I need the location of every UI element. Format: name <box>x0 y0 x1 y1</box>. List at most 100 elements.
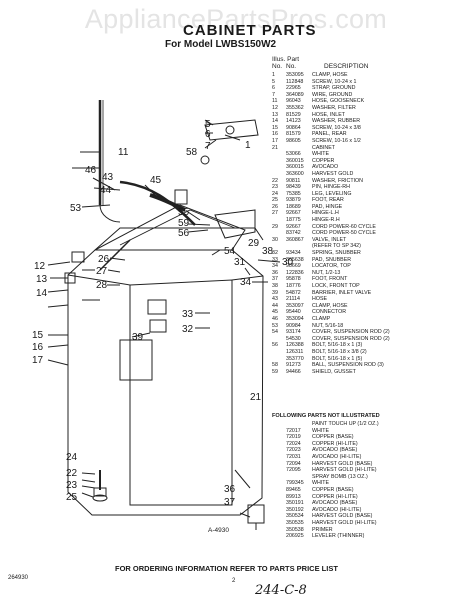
part-description: COPPER (BASE) <box>312 434 354 441</box>
part-description: SCREW, 10-16 x 1/2 <box>312 137 361 144</box>
part-description: FOOT, FRONT <box>312 276 348 283</box>
part-number: 75385 <box>286 190 301 197</box>
illus-number: 53 <box>272 322 278 329</box>
cabinet-front-panel <box>129 279 233 506</box>
part-number: 353094 <box>286 315 304 322</box>
illus-number: 33 <box>272 256 278 263</box>
list-item: PAINT TOUCH UP (1/2 OZ.) <box>272 421 472 428</box>
part-number: 350535 <box>286 519 304 526</box>
callout-13: 13 <box>36 274 48 285</box>
callout-38: 38 <box>262 246 274 257</box>
callout-37: 37 <box>224 497 236 508</box>
callout-58: 58 <box>186 147 198 158</box>
description-label: DESCRIPTION <box>324 63 369 70</box>
not-illustrated-list: FOLLOWING PARTS NOT ILLUSTRATED PAINT TO… <box>272 413 472 540</box>
callout-46: 46 <box>85 165 97 176</box>
part-description: AVOCADO <box>312 164 339 171</box>
callout-30: 30 <box>282 257 294 268</box>
callout-39: 39 <box>132 332 144 343</box>
part-description: STRAP, GROUND <box>312 85 356 92</box>
illus-number: 34 <box>272 263 278 270</box>
part-number: 94466 <box>286 368 301 375</box>
power-cord <box>99 239 131 271</box>
illus-number: 59 <box>272 368 278 375</box>
part-description: CABINET <box>312 144 335 151</box>
front-foot <box>247 504 265 524</box>
part-description: WHITE <box>312 480 330 487</box>
part-description: SPRAY BOMB (13 OZ.) <box>312 473 368 480</box>
part-number: 98439 <box>286 184 301 191</box>
part-description: BOLT, 5/16-18 x 1 (5) <box>312 355 363 362</box>
part-number: 18775 <box>286 217 301 224</box>
part-number: 350534 <box>286 513 304 520</box>
part-description: HINGE-L.H <box>312 210 339 217</box>
part-number: 364089 <box>286 91 304 98</box>
illus-number: 25 <box>272 197 278 204</box>
part-description: SHIELD, GUSSET <box>312 368 356 375</box>
part-number: 93174 <box>286 329 301 336</box>
top-frame <box>94 204 246 251</box>
callout-6: 6 <box>205 129 211 140</box>
part-number: 72094 <box>286 460 301 467</box>
part-description: (REFER TO SP 342) <box>312 243 361 250</box>
part-number: 72019 <box>286 434 301 441</box>
part-no-label: No. <box>286 63 297 70</box>
callout-43: 43 <box>102 172 114 183</box>
part-number: 93879 <box>286 197 301 204</box>
model-subtitle: For Model LWBS150W2 <box>165 39 277 50</box>
part-number: 21114 <box>286 296 300 303</box>
illus-number: 16 <box>272 131 278 138</box>
callout-21: 21 <box>250 392 262 403</box>
list-item: 23 98439 PIN, HINGE-RH <box>272 184 472 191</box>
illus-number: 36 <box>272 269 278 276</box>
part-description: VALVE, INLET <box>312 236 347 243</box>
illus-number: 14 <box>272 118 278 125</box>
callout-54: 54 <box>224 246 236 257</box>
callout-53: 53 <box>70 203 82 214</box>
illus-number: 13 <box>272 111 278 118</box>
part-description: PRIMER <box>312 526 333 533</box>
part-description: WIRE, GROUND <box>312 91 353 98</box>
illus-part-label: Illus. Part <box>272 56 300 63</box>
part-description: PIN, HINGE-RH <box>312 184 350 191</box>
callout-27: 27 <box>96 266 108 277</box>
callout-5: 5 <box>205 119 211 130</box>
watermark: AppliancePartsPros.com <box>84 4 388 34</box>
callout-33: 33 <box>182 309 194 320</box>
handwritten-note: 244-C-8 <box>255 583 307 598</box>
part-number: 350192 <box>286 506 304 513</box>
part-description: HOSE, GOOSENECK <box>312 98 365 105</box>
illus-number: 27 <box>272 210 278 217</box>
callout-labels: 5 6 7 1 11 46 43 45 44 53 58 55 59 56 54… <box>32 119 294 508</box>
illus-number: 26 <box>272 203 278 210</box>
part-description: WASHER, FILTER <box>312 104 356 111</box>
part-description: CORD POWER-60 CYCLE <box>312 223 376 230</box>
illus-number: 1 <box>272 72 275 78</box>
illus-number: 24 <box>272 190 278 197</box>
illus-number: 23 <box>272 184 278 191</box>
part-description: COPPER (HI-LITE) <box>312 493 358 500</box>
